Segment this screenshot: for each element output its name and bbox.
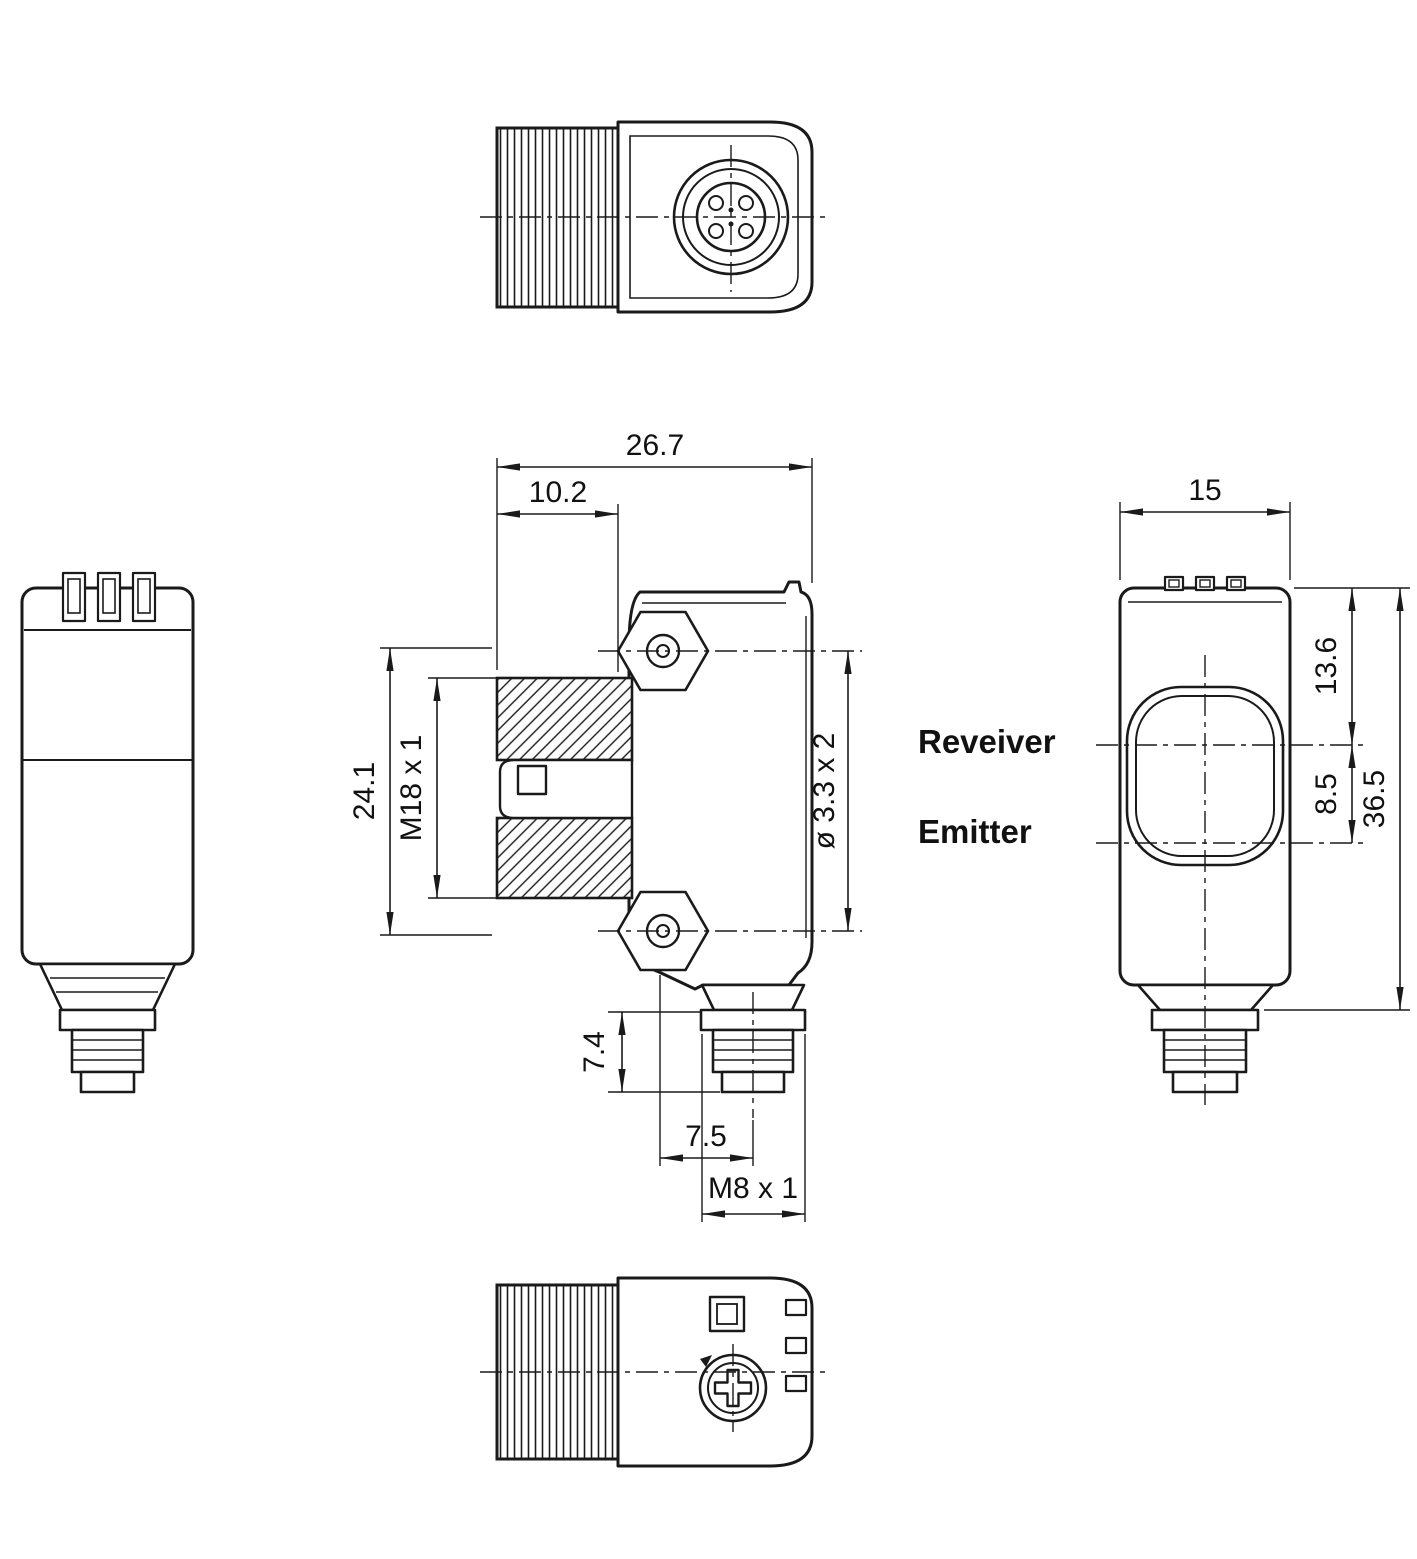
dim-hole-spec: ø 3.3 x 2 (808, 651, 852, 931)
dim-connector-offset: 7.5 (659, 975, 754, 1166)
connector-pin (708, 195, 724, 211)
connector-pin (738, 195, 754, 211)
connector-pin (738, 223, 754, 239)
emitter-label: Emitter (918, 813, 1032, 850)
dim-overall-height: 36.5 (1264, 588, 1410, 1011)
dim-overall-height-label: 36.5 (1358, 770, 1391, 828)
plug-body (70, 1028, 145, 1074)
bottom-view (480, 1276, 830, 1468)
top-terminals (61, 571, 157, 623)
plug-tip (79, 1070, 136, 1094)
dim-body-height: 24.1 (348, 647, 492, 936)
teach-button-inner (716, 1303, 738, 1325)
dim-connector-stub: 7.4 (578, 1011, 720, 1093)
sensor-body-left (20, 586, 195, 966)
dim-thread-offset: 10.2 (497, 476, 619, 672)
top-view (480, 120, 830, 314)
connector-pin (708, 223, 724, 239)
dim-body-height-label: 24.1 (348, 762, 381, 820)
dim-connector-stub-label: 7.4 (578, 1031, 611, 1073)
connector-key-dot (728, 207, 734, 213)
dim-thread-spec: M18 x 1 (395, 677, 497, 899)
plug-flange (58, 1008, 157, 1032)
connector-taper (38, 962, 177, 1012)
dim-overall-width: 26.7 (496, 429, 813, 670)
dim-axis-spacing: 8.5 (1310, 745, 1356, 843)
dim-front-width: 15 (1119, 474, 1291, 580)
dim-thread-spec-label: M18 x 1 (395, 735, 428, 842)
teach-button-window (708, 1295, 746, 1333)
center-view (495, 580, 862, 1118)
dim-hole-spec-label: ø 3.3 x 2 (808, 733, 841, 850)
receiver-label: Reveiver (918, 723, 1056, 760)
m18-thread-upper (495, 676, 634, 762)
dim-axis-spacing-label: 8.5 (1310, 773, 1343, 815)
dim-connector-thread: M8 x 1 (701, 1034, 806, 1222)
top-terminals (1163, 575, 1247, 592)
dim-receiver-axis-label: 13.6 (1310, 637, 1343, 695)
led-indicators (784, 1298, 808, 1393)
dim-connector-offset-label: 7.5 (685, 1120, 727, 1153)
m18-thread-lower (495, 816, 634, 900)
body-inner-contour (629, 135, 799, 299)
dim-thread-offset-label: 10.2 (529, 476, 587, 509)
dim-receiver-axis: 13.6 (1294, 587, 1410, 745)
dim-overall-width-label: 26.7 (626, 429, 684, 462)
dim-connector-thread-label: M8 x 1 (708, 1172, 798, 1205)
dim-front-width-label: 15 (1188, 474, 1221, 507)
left-view (20, 571, 195, 1094)
pointer-mark (700, 1355, 712, 1367)
right-view (1096, 575, 1365, 1105)
optical-window (516, 764, 548, 796)
